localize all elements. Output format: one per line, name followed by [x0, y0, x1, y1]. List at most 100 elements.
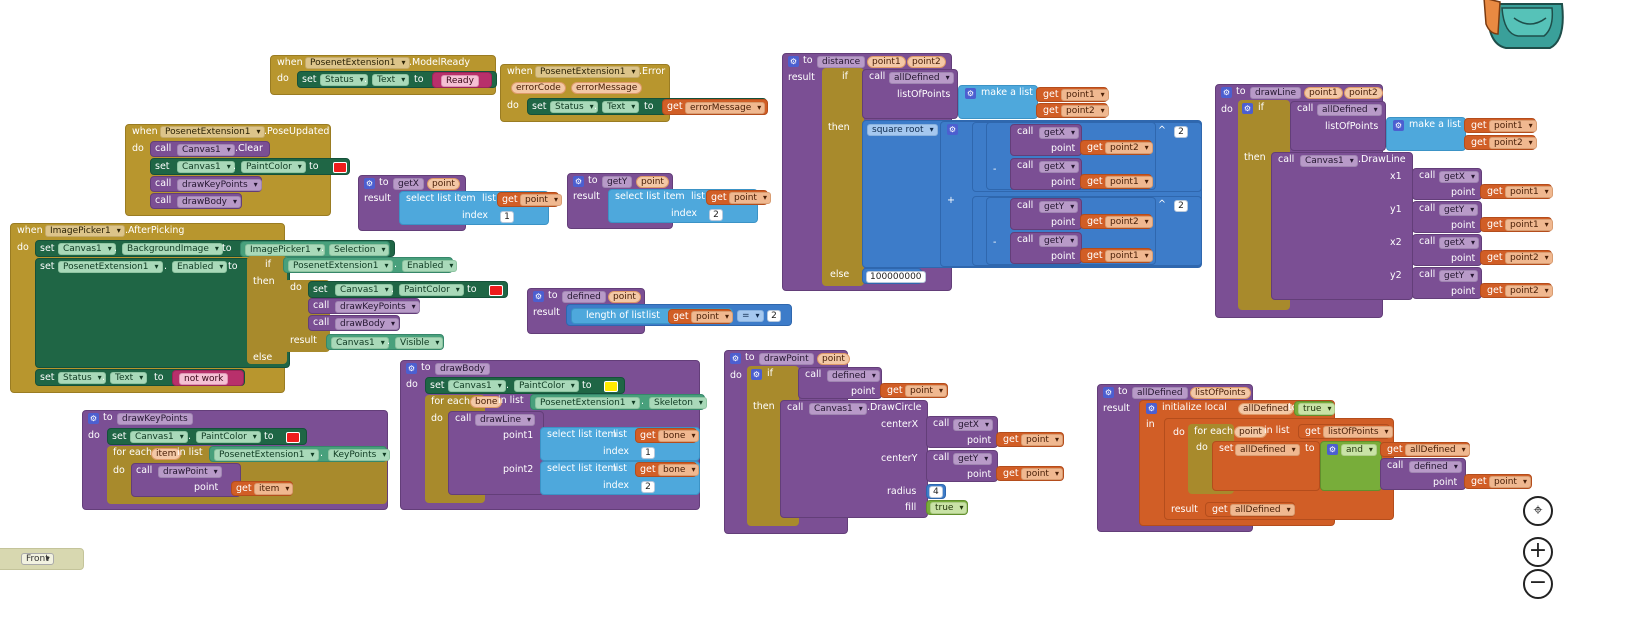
procedure-name-field[interactable]: drawBody [435, 363, 491, 375]
length-of-list-block[interactable]: length of list list get point [571, 308, 733, 324]
procedure-gety[interactable]: ⚙ to getY point result select list item … [567, 173, 771, 229]
number-field[interactable]: 2 [641, 481, 655, 493]
call-drawline-block[interactable]: call drawLine point1 point2 [448, 411, 544, 495]
call-canvas-drawline[interactable]: call Canvas1 .DrawLine x1 y1 x2 y2 [1271, 152, 1413, 300]
get-alldefined-block[interactable]: get allDefined [1205, 502, 1295, 517]
get-point2-block[interactable]: get point2 [1480, 283, 1553, 298]
variable-dropdown[interactable]: point1 [1105, 176, 1153, 188]
set-paintcolor-block[interactable]: set Canvas1 . PaintColor to [425, 377, 625, 394]
param-point2[interactable]: point2 [1344, 87, 1383, 99]
select-list-item-block[interactable]: select list item list index 1 [399, 191, 549, 225]
param-error-message[interactable]: errorMessage [571, 82, 643, 94]
logic-operator-dropdown[interactable]: and [1341, 444, 1377, 456]
gear-icon[interactable]: ⚙ [1393, 120, 1404, 131]
select-list-item-block[interactable]: select list item list index 1 get bone [540, 427, 700, 461]
gear-icon[interactable]: ⚙ [406, 363, 417, 374]
call-getx-point1[interactable]: call getX point [1412, 168, 1482, 200]
variable-dropdown[interactable]: point2 [1105, 216, 1153, 228]
get-point2-block[interactable]: get point2 [1080, 214, 1153, 229]
compare-equal-block[interactable]: length of list list get point = 2 [566, 304, 792, 326]
procedure-dropdown[interactable]: allDefined [1317, 104, 1382, 116]
call-canvas-drawcircle[interactable]: call Canvas1 .DrawCircle centerX centerY… [780, 400, 928, 518]
procedure-dropdown[interactable]: getX [1439, 171, 1479, 183]
posenet-enabled-getter[interactable]: PosenetExtension1 . Enabled [283, 257, 458, 273]
imagepicker-selection-getter[interactable]: ImagePicker1 . Selection [240, 241, 390, 257]
procedure-name-field[interactable]: drawKeyPoints [117, 413, 193, 425]
variable-dropdown[interactable]: point [1021, 434, 1063, 446]
call-canvas-clear[interactable]: call Canvas1 .Clear [150, 141, 270, 157]
set-status-text-block[interactable]: set Status . Text to get errorMessage [527, 98, 768, 115]
number-field[interactable]: 4 [929, 486, 943, 498]
get-point1-block[interactable]: get point1 [1480, 184, 1553, 199]
variable-dropdown[interactable]: point1 [1105, 250, 1153, 262]
procedure-dropdown[interactable]: getX [1439, 237, 1479, 249]
param-point[interactable]: point [427, 178, 460, 190]
event-block-after-picking[interactable]: when ImagePicker1 .AfterPicking do set C… [10, 223, 395, 393]
component-dropdown[interactable]: Status [320, 74, 368, 86]
param-point2[interactable]: point2 [907, 56, 946, 68]
gear-icon[interactable]: ⚙ [533, 291, 544, 302]
procedure-dropdown[interactable]: getY [1439, 270, 1479, 282]
posenet-skeleton-getter[interactable]: PosenetExtension1 . Skeleton [530, 394, 707, 410]
color-swatch-red[interactable] [489, 285, 503, 296]
call-getx-point1[interactable]: call getX point [1010, 158, 1082, 190]
number-field[interactable]: 2 [709, 209, 723, 221]
set-status-text-block[interactable]: set Status . Text to Ready [297, 71, 497, 88]
variable-dropdown[interactable]: point [691, 311, 733, 323]
get-item-block[interactable]: get item [231, 481, 294, 496]
procedure-dropdown[interactable]: getY [953, 453, 993, 465]
gear-icon[interactable]: ⚙ [965, 88, 976, 99]
call-defined-block[interactable]: call defined point [798, 367, 882, 399]
get-point2-block[interactable]: get point2 [1036, 103, 1109, 118]
gear-icon[interactable]: ⚙ [88, 413, 99, 424]
call-gety-point2[interactable]: call getY point [1010, 198, 1082, 230]
front-chip[interactable]: Front [21, 553, 54, 565]
call-draw-body[interactable]: call drawBody [150, 193, 242, 209]
make-a-list-block[interactable]: ⚙ make a list [958, 85, 1038, 119]
variable-dropdown[interactable]: point2 [1489, 137, 1537, 149]
component-dropdown[interactable]: Canvas1 [177, 144, 235, 156]
get-point-block[interactable]: get point [996, 466, 1064, 481]
component-dropdown[interactable]: Canvas1 [1300, 155, 1358, 167]
call-getx-point[interactable]: call getX point [926, 416, 998, 448]
variable-dropdown[interactable]: allDefined [1405, 444, 1470, 456]
variable-dropdown[interactable]: point [729, 192, 771, 204]
property-dropdown[interactable]: Text [110, 372, 148, 384]
zoom-in-button[interactable]: + [1523, 537, 1553, 567]
component-dropdown[interactable]: Status [58, 372, 106, 384]
posenet-keypoints-getter[interactable]: PosenetExtension1 . KeyPoints [209, 446, 391, 462]
component-dropdown[interactable]: PosenetExtension1 [214, 449, 319, 461]
component-dropdown[interactable]: PosenetExtension1 [535, 66, 640, 78]
procedure-name-field[interactable]: distance [817, 56, 866, 68]
get-point-block[interactable]: get point [1464, 474, 1532, 489]
component-dropdown[interactable]: PosenetExtension1 [160, 126, 265, 138]
component-dropdown[interactable]: Canvas1 [448, 380, 506, 392]
procedure-dropdown[interactable]: drawBody [335, 318, 400, 330]
procedure-dropdown[interactable]: getY [1039, 235, 1079, 247]
number-field[interactable]: 100000000 [866, 271, 926, 283]
call-getx-point2[interactable]: call getX point [1412, 234, 1482, 266]
call-alldefined-block[interactable]: call allDefined listOfPoints [1290, 101, 1386, 151]
property-dropdown[interactable]: Enabled [402, 260, 458, 272]
number-field[interactable]: 2 [1174, 200, 1188, 212]
variable-dropdown[interactable]: point1 [1505, 219, 1553, 231]
property-dropdown[interactable]: Selection [329, 244, 390, 256]
gear-icon[interactable]: ⚙ [1327, 444, 1338, 455]
gear-icon[interactable]: ⚙ [1221, 87, 1232, 98]
procedure-name-field[interactable]: allDefined [1132, 387, 1188, 399]
component-dropdown[interactable]: ImagePicker1 [245, 244, 325, 256]
gear-icon[interactable]: ⚙ [730, 353, 741, 364]
procedure-dropdown[interactable]: defined [1409, 461, 1462, 473]
call-gety-point2[interactable]: call getY point [1412, 267, 1482, 299]
color-swatch-yellow[interactable] [604, 381, 618, 392]
param-point[interactable]: point [817, 353, 850, 365]
set-paintcolor-block[interactable]: set Canvas1 . PaintColor to [308, 281, 508, 298]
get-bone-block[interactable]: get bone [635, 428, 700, 443]
event-block-model-ready[interactable]: when PosenetExtension1 .ModelReady do se… [270, 55, 497, 95]
gear-icon[interactable]: ⚙ [573, 176, 584, 187]
procedure-dropdown[interactable]: drawBody [177, 196, 242, 208]
variable-dropdown[interactable]: allDefined [1230, 504, 1295, 516]
procedure-name-field[interactable]: getX [393, 178, 424, 190]
event-block-pose-updated[interactable]: when PosenetExtension1 .PoseUpdated do c… [125, 124, 350, 216]
